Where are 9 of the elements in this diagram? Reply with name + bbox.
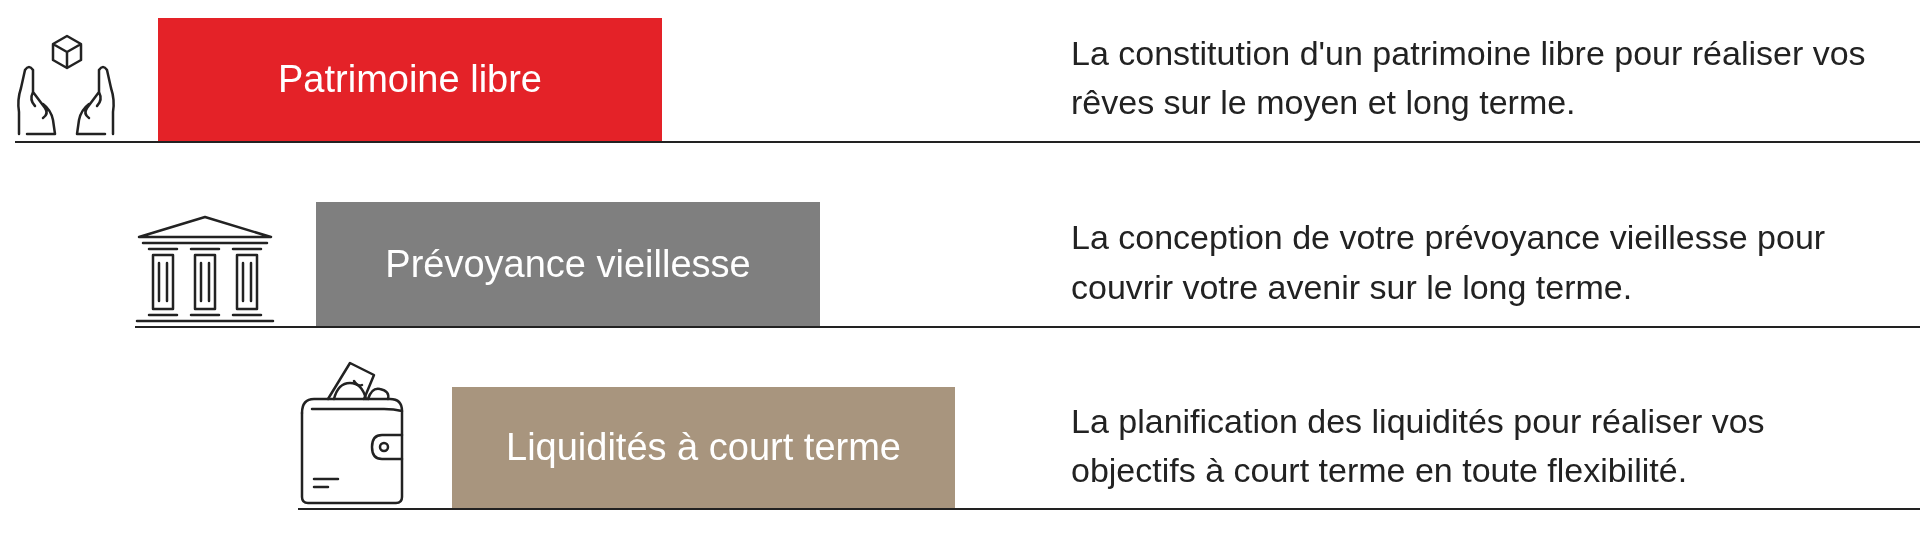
description-text: La planification des liquidités pour réaliser vos objectifs à court terme en toute flexibilité. (1071, 400, 1766, 491)
category-box (158, 18, 662, 141)
description-text: La constitution d'un patrimoine libre pour réaliser vos rêves sur le moyen et long terme. (1071, 32, 1867, 123)
category-box (316, 202, 820, 326)
description-text: La conception de votre prévoyance vieillesse pour couvrir votre avenir sur le long terme. (1071, 217, 1827, 308)
category-title: Patrimoine libre (278, 57, 542, 102)
category-title: Prévoyance vieillesse (385, 241, 751, 287)
category-title: Liquidités à court terme (506, 425, 901, 470)
category-box (452, 387, 955, 508)
